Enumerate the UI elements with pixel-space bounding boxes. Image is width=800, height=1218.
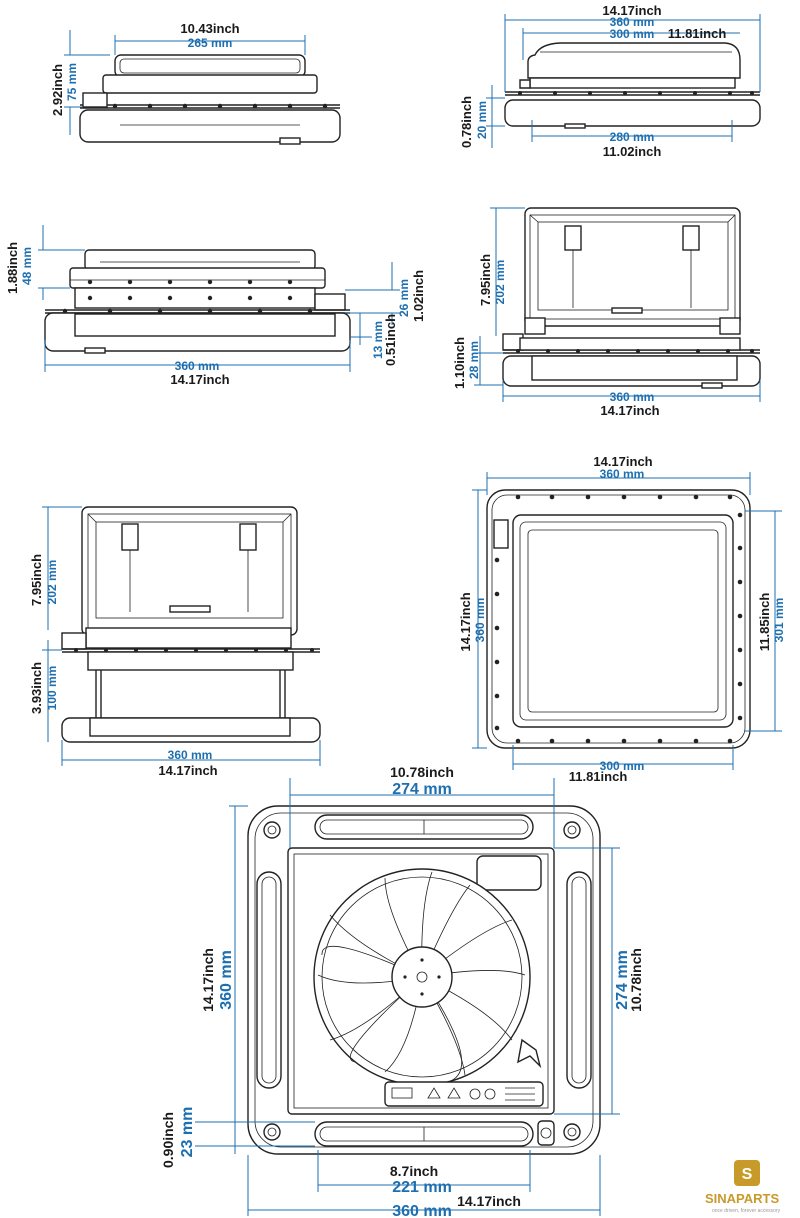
label-plan-top-width-mm: 360 mm	[600, 467, 645, 481]
label-front-mid-flange-mm: 26 mm	[397, 279, 411, 317]
label-plan-top-height-in: 14.17inch	[458, 592, 473, 651]
label-fan-edge-in: 0.90inch	[160, 1112, 176, 1168]
label-open-mid-lid-mm: 202 mm	[493, 260, 507, 305]
label-front-mid-top-in: 1.88inch	[5, 242, 20, 294]
label-front-top-height-in: 2.92inch	[50, 64, 65, 116]
label-fan-edge-mm: 23 mm	[179, 1107, 196, 1158]
label-open-low-lid-in: 7.95inch	[29, 554, 44, 606]
label-fan-right-mm: 274 mm	[614, 950, 631, 1010]
open-view-mid: 7.95inch 202 mm 1.10inch 28 mm 360 mm 14…	[452, 207, 761, 418]
label-fan-slot-mm: 221 mm	[392, 1179, 452, 1196]
logo-letter: S	[742, 1166, 753, 1183]
label-side-top-depth-mm: 360 mm	[610, 15, 655, 29]
label-fan-slot-in: 8.7inch	[390, 1163, 438, 1179]
label-side-top-inner-mm: 300 mm	[610, 27, 655, 41]
label-open-mid-lid-in: 7.95inch	[478, 254, 493, 306]
label-open-mid-base-mm: 28 mm	[467, 341, 481, 379]
label-open-low-base-mm: 100 mm	[45, 666, 59, 711]
label-side-top-inner-in: 11.81inch	[668, 26, 727, 41]
label-open-mid-base-in: 1.10inch	[452, 337, 467, 389]
label-plan-top-bottom-mm: 300 mm	[600, 759, 645, 773]
label-plan-top-inner-mm: 301 mm	[772, 598, 786, 643]
label-front-top-width-in: 10.43inch	[180, 21, 239, 36]
label-open-low-width-in: 14.17inch	[158, 763, 217, 778]
label-front-mid-width-mm: 360 mm	[175, 359, 220, 373]
label-fan-top-mm: 274 mm	[392, 781, 452, 798]
brand-logo: S SINAPARTS once driven, forever accesso…	[705, 1160, 781, 1214]
label-side-top-height-in: 0.78inch	[459, 96, 474, 148]
logo-brand-name: SINAPARTS	[705, 1191, 779, 1206]
label-open-low-base-in: 3.93inch	[29, 662, 44, 714]
label-open-low-width-mm: 360 mm	[168, 748, 213, 762]
label-open-mid-width-mm: 360 mm	[610, 390, 655, 404]
logo-tagline: once driven, forever accessory	[712, 1208, 781, 1214]
label-front-mid-gap-in: 0.51inch	[383, 314, 398, 366]
label-fan-total-mm: 360 mm	[392, 1203, 452, 1218]
label-front-mid-flange-in: 1.02inch	[411, 270, 426, 322]
plan-view-top: 14.17inch 360 mm 14.17inch 360 mm 11.85i…	[458, 454, 786, 784]
label-fan-total-in: 14.17inch	[457, 1193, 521, 1209]
label-front-mid-top-mm: 48 mm	[20, 247, 34, 285]
label-side-top-base-mm: 280 mm	[610, 130, 655, 144]
label-front-top-height-mm: 75 mm	[65, 63, 79, 101]
label-plan-top-bottom-in: 11.81inch	[569, 769, 628, 784]
label-side-top-base-in: 11.02inch	[603, 144, 662, 159]
label-plan-top-height-mm: 360 mm	[473, 598, 487, 643]
label-open-low-lid-mm: 202 mm	[45, 560, 59, 605]
plan-view-fan: 10.78inch 274 mm 14.17inch 360 mm 274 mm…	[160, 764, 644, 1218]
label-front-mid-gap-mm: 13 mm	[371, 321, 385, 359]
front-view-mid: 360 mm 14.17inch 1.88inch 48 mm 26 mm 1.…	[5, 225, 426, 387]
label-open-mid-width-in: 14.17inch	[600, 403, 659, 418]
label-front-mid-width-in: 14.17inch	[170, 372, 229, 387]
label-front-top-width-mm: 265 mm	[188, 36, 233, 50]
label-plan-top-width-in: 14.17inch	[593, 454, 652, 469]
front-view-top: 10.43inch 265 mm 2.92inch 75 mm	[50, 21, 341, 145]
label-plan-top-inner-in: 11.85inch	[757, 593, 772, 652]
label-fan-right-in: 10.78inch	[628, 948, 644, 1012]
label-fan-left-mm: 360 mm	[218, 950, 235, 1010]
open-view-low: 7.95inch 202 mm 3.93inch 100 mm 360 mm 1…	[29, 506, 321, 778]
label-side-top-height-mm: 20 mm	[475, 101, 489, 139]
side-view-top: 14.17inch 360 mm 300 mm 11.81inch 280 mm…	[459, 3, 761, 159]
label-fan-top-in: 10.78inch	[390, 764, 454, 780]
label-side-top-depth-in: 14.17inch	[602, 3, 661, 18]
label-fan-left-in: 14.17inch	[200, 948, 216, 1012]
